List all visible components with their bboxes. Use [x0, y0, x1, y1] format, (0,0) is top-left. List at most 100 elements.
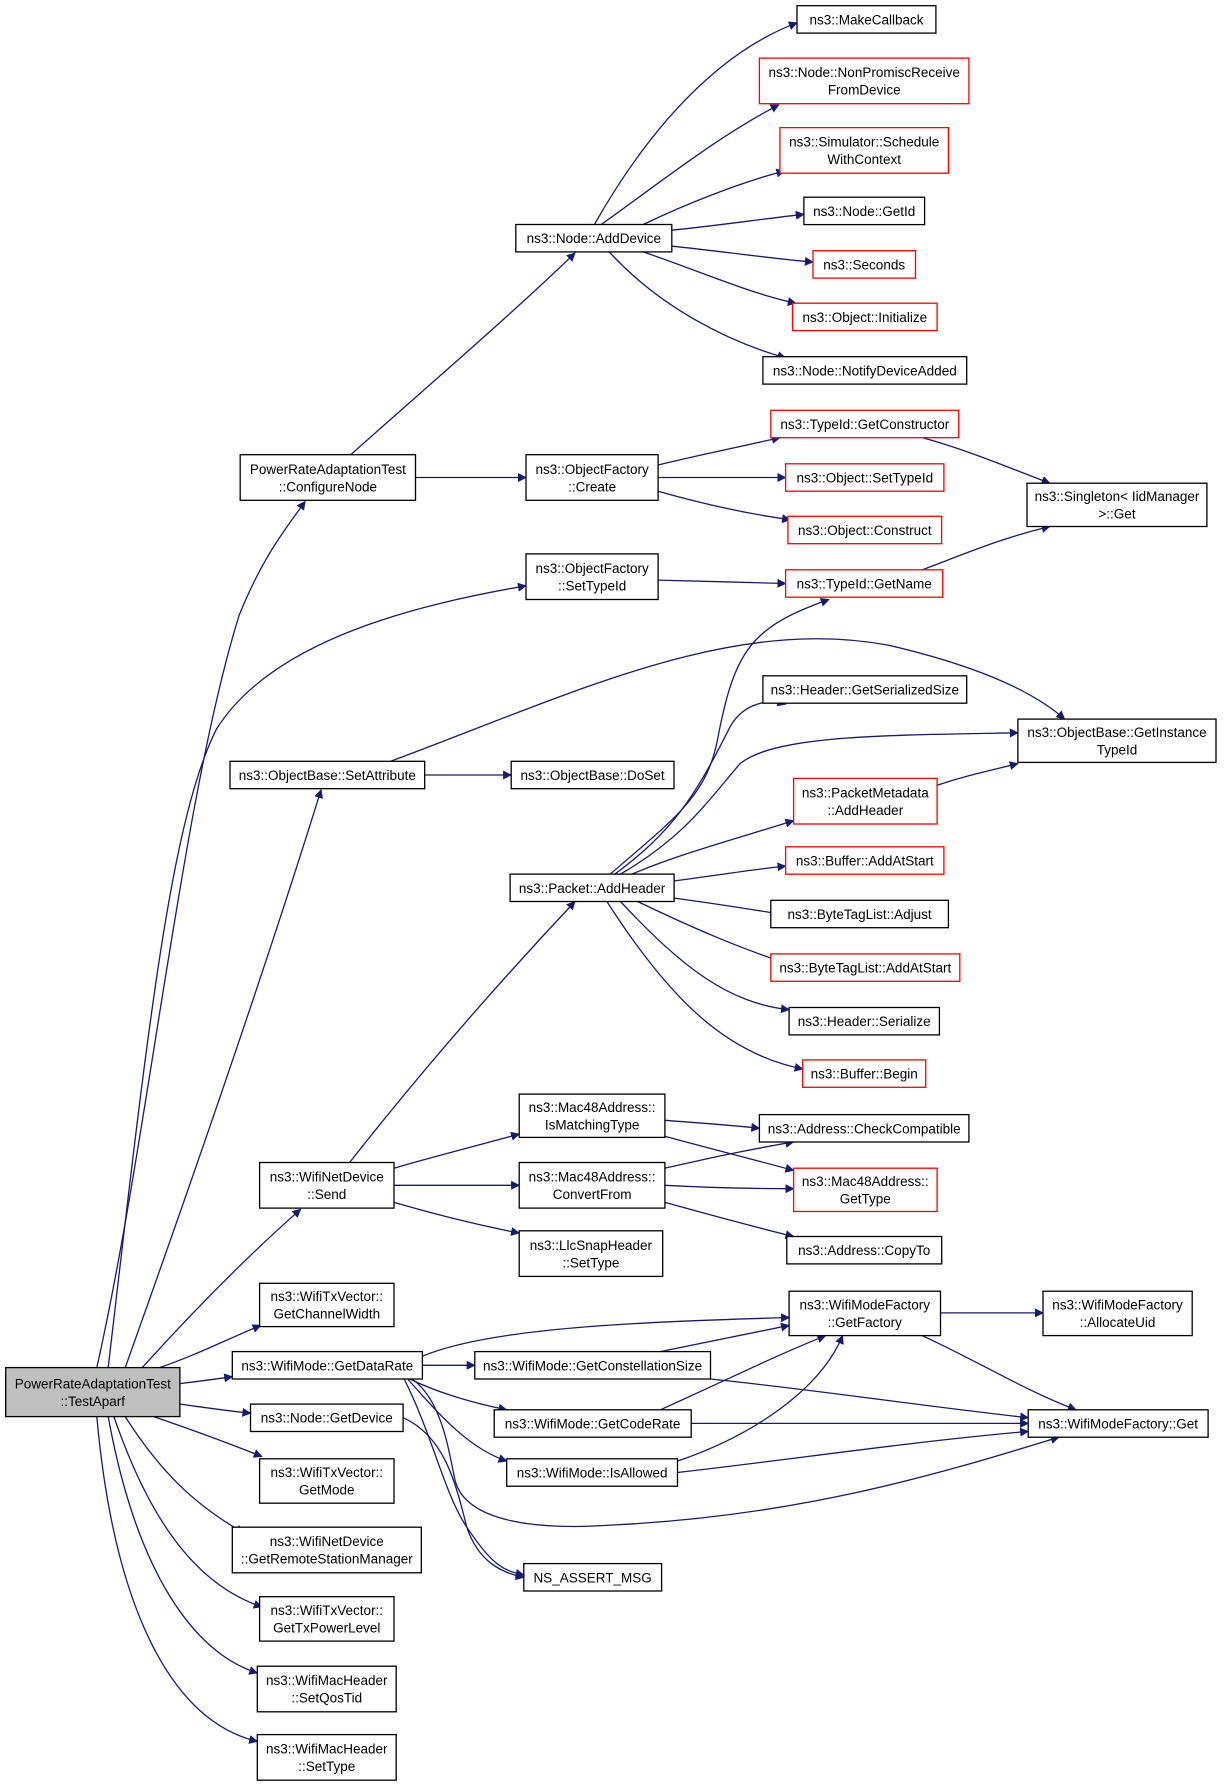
node-box	[256, 1733, 397, 1781]
node-getdatarate[interactable]: ns3::WifiMode::GetDataRate	[231, 1350, 424, 1380]
node-box	[803, 196, 926, 226]
node-object-construct[interactable]: ns3::Object::Construct	[787, 515, 943, 545]
node-settype-mac[interactable]: ns3::WifiMacHeader::SetType	[256, 1733, 397, 1781]
node-label-line: IsMatchingType	[545, 1118, 640, 1133]
node-wifimodefactory-allocateuid[interactable]: ns3::WifiModeFactory::AllocateUid	[1042, 1290, 1193, 1337]
node-bytetaglist-adjust[interactable]: ns3::ByteTagList::Adjust	[770, 899, 950, 929]
node-packetmetadata-addheader[interactable]: ns3::PacketMetadata::AddHeader	[792, 777, 938, 825]
node-llcsnap-settype[interactable]: ns3::LlcSnapHeader::SetType	[518, 1230, 664, 1278]
node-box	[762, 356, 968, 385]
node-wifinetdevice-send[interactable]: ns3::WifiNetDevice::Send	[258, 1161, 395, 1209]
node-node-getid[interactable]: ns3::Node::GetId	[803, 196, 926, 226]
node-box	[239, 454, 417, 501]
node-box	[506, 1458, 679, 1487]
node-node-getdevice[interactable]: ns3::Node::GetDevice	[249, 1403, 404, 1433]
node-ismatchingtype[interactable]: ns3::Mac48Address::IsMatchingType	[518, 1093, 666, 1139]
call-edge-typeid-getname	[922, 524, 1051, 571]
node-label-line: ns3::ObjectFactory	[535, 561, 649, 576]
node-label-line: ns3::Node::NotifyDeviceAdded	[773, 363, 957, 378]
node-setqostid[interactable]: ns3::WifiMacHeader::SetQosTid	[256, 1665, 397, 1713]
node-buffer-addatstart[interactable]: ns3::Buffer::AddAtStart	[784, 846, 945, 875]
node-settypeid-of[interactable]: ns3::ObjectFactory::SetTypeId	[525, 553, 659, 601]
node-box	[784, 846, 945, 875]
node-label-line: ns3::Object::Construct	[798, 523, 932, 538]
node-label-line: ns3::Seconds	[823, 257, 905, 272]
node-convertfrom[interactable]: ns3::Mac48Address::ConvertFrom	[518, 1161, 666, 1209]
node-configurenode[interactable]: PowerRateAdaptationTest::ConfigureNode	[239, 454, 417, 501]
node-label-line: ns3::WifiTxVector::	[271, 1603, 384, 1618]
node-bytetaglist-addatstart[interactable]: ns3::ByteTagList::AddAtStart	[770, 953, 961, 982]
node-box	[791, 302, 938, 332]
node-getmode[interactable]: ns3::WifiTxVector::GetMode	[258, 1458, 395, 1504]
call-edge-testaparf	[159, 1324, 262, 1369]
call-edge-testaparf	[107, 1416, 259, 1675]
node-header-serialize[interactable]: ns3::Header::Serialize	[788, 1006, 941, 1036]
node-box	[770, 899, 950, 929]
call-edge-testaparf	[179, 1373, 234, 1385]
node-box	[518, 1161, 666, 1209]
node-label-line: ns3::Address::CopyTo	[798, 1243, 930, 1258]
node-objectfactory-create[interactable]: ns3::ObjectFactory::Create	[525, 454, 659, 501]
node-label-line: ns3::PacketMetadata	[802, 785, 929, 800]
call-edge-packet-addheader	[637, 900, 787, 965]
node-label-line: ::Create	[568, 479, 616, 494]
node-seconds[interactable]: ns3::Seconds	[812, 250, 917, 279]
node-typeid-getname[interactable]: ns3::TypeId::GetName	[784, 569, 944, 598]
node-box	[788, 1006, 941, 1036]
node-testaparf[interactable]: PowerRateAdaptationTest::TestAparf	[5, 1366, 181, 1418]
node-label-line: TypeId	[1097, 743, 1138, 758]
node-setattribute[interactable]: ns3::ObjectBase::SetAttribute	[229, 760, 426, 790]
call-edge-testaparf	[153, 1415, 263, 1458]
call-edge-getcoderate	[660, 1334, 827, 1411]
function-nodes: PowerRateAdaptationTest::TestAparf PowerR…	[5, 5, 1217, 1781]
node-gettxpowerlevel[interactable]: ns3::WifiTxVector::GetTxPowerLevel	[258, 1596, 395, 1642]
node-wifimodefactory-get[interactable]: ns3::WifiModeFactory::Get	[1027, 1409, 1209, 1438]
call-edge-node-adddevice	[600, 104, 780, 226]
node-box	[779, 126, 950, 174]
node-objectbase-doset[interactable]: ns3::ObjectBase::DoSet	[510, 760, 675, 790]
node-makecallback[interactable]: ns3::MakeCallback	[796, 5, 937, 34]
node-singleton-get[interactable]: ns3::Singleton< IidManager >::Get	[1026, 482, 1208, 528]
node-label-line: ns3::Node::AddDevice	[527, 231, 661, 246]
call-edge-wifinetdevice-send	[393, 1131, 521, 1169]
node-object-settypeid[interactable]: ns3::Object::SetTypeId	[784, 463, 945, 492]
node-getconstellationsize[interactable]: ns3::WifiMode::GetConstellationSize	[474, 1350, 712, 1380]
node-label-line: >::Get	[1098, 507, 1135, 522]
node-box	[787, 515, 943, 545]
node-ns-assert-msg[interactable]: NS_ASSERT_MSG	[523, 1562, 663, 1592]
node-box	[525, 553, 659, 601]
node-label-line: ns3::Object::SetTypeId	[797, 471, 934, 486]
call-edge-isallowed	[677, 1427, 1030, 1474]
node-box	[770, 953, 961, 982]
node-notifydeviceadded[interactable]: ns3::Node::NotifyDeviceAdded	[762, 356, 968, 385]
node-getcoderate[interactable]: ns3::WifiMode::GetCodeRate	[493, 1409, 692, 1438]
call-edge-ismatchingtype	[664, 1135, 795, 1173]
node-box	[762, 675, 968, 704]
node-label-line: ns3::ObjectBase::DoSet	[521, 768, 665, 783]
node-header-getserializedsize[interactable]: ns3::Header::GetSerializedSize	[762, 675, 968, 704]
node-object-initialize[interactable]: ns3::Object::Initialize	[791, 302, 938, 332]
call-edge-testaparf	[107, 582, 527, 1368]
node-label-line: ::GetFactory	[828, 1315, 903, 1330]
node-label-line: ::AllocateUid	[1080, 1315, 1156, 1330]
call-edge-node-adddevice	[671, 210, 805, 231]
node-mac48-gettype[interactable]: ns3::Mac48Address::GetType	[792, 1167, 938, 1213]
node-label-line: ns3::WifiModeFactory	[1052, 1298, 1183, 1313]
node-getremotestationmanager[interactable]: ns3::WifiNetDevice::GetRemoteStationMana…	[231, 1526, 422, 1574]
node-wifimodefactory-getfactory[interactable]: ns3::WifiModeFactory::GetFactory	[788, 1290, 942, 1337]
node-packet-addheader[interactable]: ns3::Packet::AddHeader	[509, 873, 675, 903]
call-edge-testaparf	[124, 788, 323, 1368]
node-typeid-getconstructor[interactable]: ns3::TypeId::GetConstructor	[770, 409, 960, 439]
node-buffer-begin[interactable]: ns3::Buffer::Begin	[802, 1059, 927, 1088]
node-isallowed[interactable]: ns3::WifiMode::IsAllowed	[506, 1458, 679, 1487]
node-node-adddevice[interactable]: ns3::Node::AddDevice	[515, 223, 673, 253]
node-label-line: FromDevice	[828, 83, 901, 98]
node-getchannelwidth[interactable]: ns3::WifiTxVector::GetChannelWidth	[258, 1282, 395, 1328]
node-address-copyto[interactable]: ns3::Address::CopyTo	[786, 1235, 943, 1265]
node-label-line: ns3::Object::Initialize	[803, 310, 928, 325]
node-address-checkcompatible[interactable]: ns3::Address::CheckCompatible	[758, 1113, 970, 1143]
node-label-line: ::SetType	[298, 1759, 355, 1774]
